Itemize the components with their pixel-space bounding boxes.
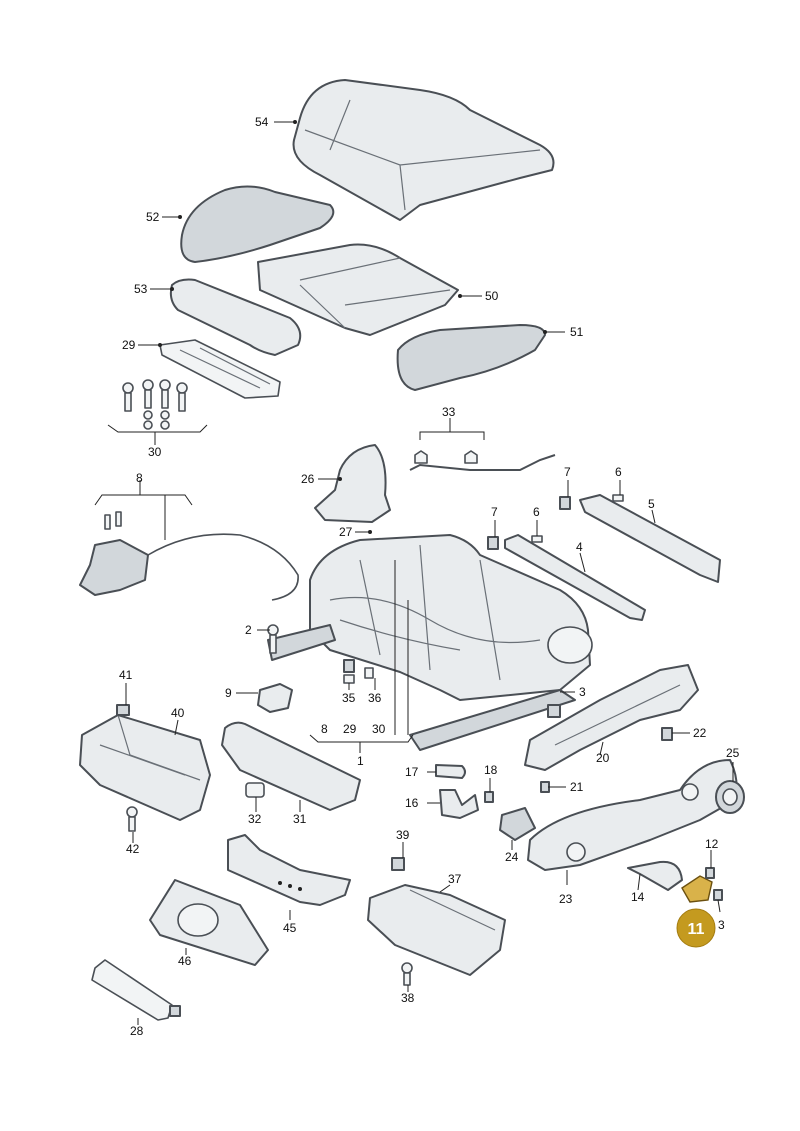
callout-3b: 3	[718, 918, 725, 932]
part-2-screw	[267, 624, 279, 654]
callout-12: 12	[705, 837, 719, 851]
part-50-seat-foam	[257, 243, 459, 336]
callout-2: 2	[245, 623, 252, 637]
part-45-bracket	[227, 834, 351, 906]
part-29-tray	[159, 339, 281, 399]
part-38-screw	[401, 962, 413, 986]
callout-labels: 54 52 53 50 51 29 30 33 26 27 8 7 6 5 7 …	[119, 115, 740, 1038]
part-17-lever	[435, 764, 466, 779]
part-32-clip	[245, 782, 265, 798]
part-23-side-trim	[527, 759, 738, 871]
part-54-seat-cushion	[292, 79, 555, 221]
part-30-fasteners	[107, 379, 208, 445]
part-11-highlighted	[681, 867, 723, 903]
callout-37: 37	[448, 872, 462, 886]
callout-16: 16	[405, 796, 419, 810]
part-8-height-adjuster	[79, 480, 299, 601]
seat-frame	[267, 534, 593, 751]
callout-45: 45	[283, 921, 297, 935]
part-37-control-unit	[367, 857, 506, 976]
part-53-front-pad	[169, 278, 302, 356]
callout-36: 36	[368, 691, 382, 705]
callout-54: 54	[255, 115, 269, 129]
callout-29: 29	[122, 338, 136, 352]
callout-23: 23	[559, 892, 573, 906]
part-9-cap	[257, 683, 293, 713]
callout-25: 25	[726, 746, 740, 760]
part-33-harness	[409, 418, 556, 471]
callout-4: 4	[576, 540, 583, 554]
part-52-side-bolster	[180, 185, 335, 263]
part-42-screw	[126, 806, 138, 832]
callout-27: 27	[339, 525, 353, 539]
callout-6b: 6	[533, 505, 540, 519]
callout-1: 1	[357, 754, 364, 768]
callout-8b: 8	[321, 722, 328, 736]
callout-14: 14	[631, 890, 645, 904]
part-20-frame-arm	[524, 664, 699, 771]
part-28-tube	[91, 959, 181, 1021]
part-24-motor	[499, 807, 536, 841]
callout-53: 53	[134, 282, 148, 296]
callout-26: 26	[301, 472, 315, 486]
part-40-storage-tray	[79, 704, 211, 821]
part-22-screw	[661, 727, 673, 741]
leader-lines	[125, 120, 734, 1025]
callout-9: 9	[225, 686, 232, 700]
callout-50: 50	[485, 289, 499, 303]
callout-6a: 6	[615, 465, 622, 479]
callout-7a: 7	[564, 465, 571, 479]
part-35-36-clips	[343, 659, 374, 684]
callout-51: 51	[570, 325, 584, 339]
part-4-rail	[487, 534, 646, 621]
callout-20: 20	[596, 751, 610, 765]
part-3-screw-a	[547, 704, 561, 718]
part-46-duct	[149, 879, 269, 966]
part-14-handle	[627, 860, 683, 891]
callout-30b: 30	[372, 722, 386, 736]
part-18-screw	[484, 791, 494, 803]
callout-41: 41	[119, 668, 133, 682]
callout-8: 8	[136, 471, 143, 485]
callout-17: 17	[405, 765, 419, 779]
highlight-badge[interactable]: 11	[676, 908, 716, 948]
callout-18: 18	[484, 763, 498, 777]
callout-46: 46	[178, 954, 192, 968]
callout-32: 32	[248, 812, 262, 826]
callout-22: 22	[693, 726, 707, 740]
highlight-badge-label: 11	[688, 921, 705, 938]
callout-52: 52	[146, 210, 160, 224]
callout-40: 40	[171, 706, 185, 720]
part-21-screw	[540, 781, 550, 793]
part-16-lever	[439, 789, 479, 819]
callout-5: 5	[648, 497, 655, 511]
callout-31: 31	[293, 812, 307, 826]
callout-28: 28	[130, 1024, 144, 1038]
highlight-badge-circle	[676, 908, 716, 948]
callout-42: 42	[126, 842, 140, 856]
callout-21: 21	[570, 780, 584, 794]
callout-33: 33	[442, 405, 456, 419]
callout-3a: 3	[579, 685, 586, 699]
callout-29b: 29	[343, 722, 357, 736]
part-51-side-foam	[396, 324, 546, 391]
part-5-rail	[559, 494, 721, 583]
part-26-bracket	[314, 444, 391, 523]
part-31-front-trim	[221, 721, 361, 811]
callout-39: 39	[396, 828, 410, 842]
callout-35: 35	[342, 691, 356, 705]
callout-24: 24	[505, 850, 519, 864]
callout-30: 30	[148, 445, 162, 459]
callout-38: 38	[401, 991, 415, 1005]
callout-7b: 7	[491, 505, 498, 519]
part-25-knob	[715, 780, 745, 814]
